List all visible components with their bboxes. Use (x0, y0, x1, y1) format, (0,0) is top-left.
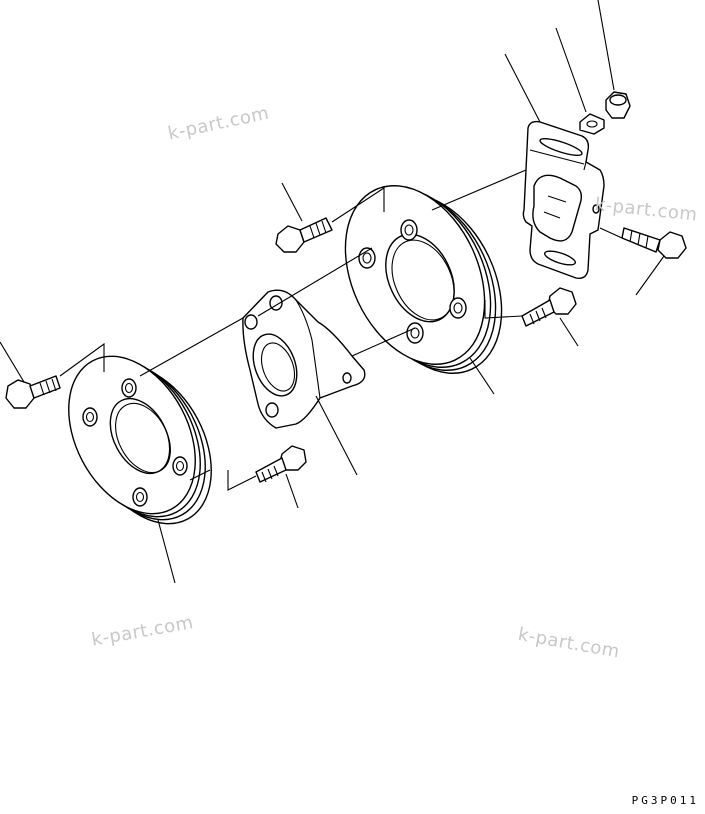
bolt-upper-middle (275, 217, 333, 253)
large-flange-right (344, 185, 503, 374)
hex-nut (605, 91, 631, 119)
rear-clamp-block (522, 120, 605, 280)
assembly-lines (59, 169, 623, 491)
large-flange-left (68, 355, 212, 525)
bolt-far-left (5, 375, 61, 409)
leader-lines (0, 0, 665, 584)
middle-bracket-housing (242, 289, 366, 429)
bolt-right-lower (521, 287, 577, 327)
bolt-lower-middle (255, 445, 307, 483)
drawing-code: PG3P011 (631, 794, 699, 807)
lock-washer (579, 113, 605, 135)
bolt-far-right (621, 227, 687, 259)
